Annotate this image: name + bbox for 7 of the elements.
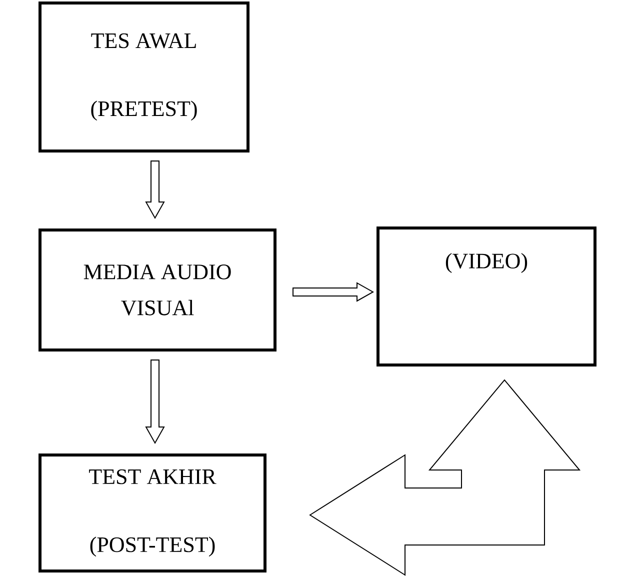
process-box: TES AWAL (PRETEST) <box>38 2 250 152</box>
hollow-arrow <box>145 160 165 220</box>
process-box: TEST AKHIR (POST-TEST) <box>38 454 266 572</box>
hollow-arrow <box>145 360 165 444</box>
process-box: MEDIA AUDIO VISUAl <box>38 228 276 352</box>
hollow-arrow <box>292 282 374 302</box>
process-box: (VIDEO) <box>376 226 596 366</box>
